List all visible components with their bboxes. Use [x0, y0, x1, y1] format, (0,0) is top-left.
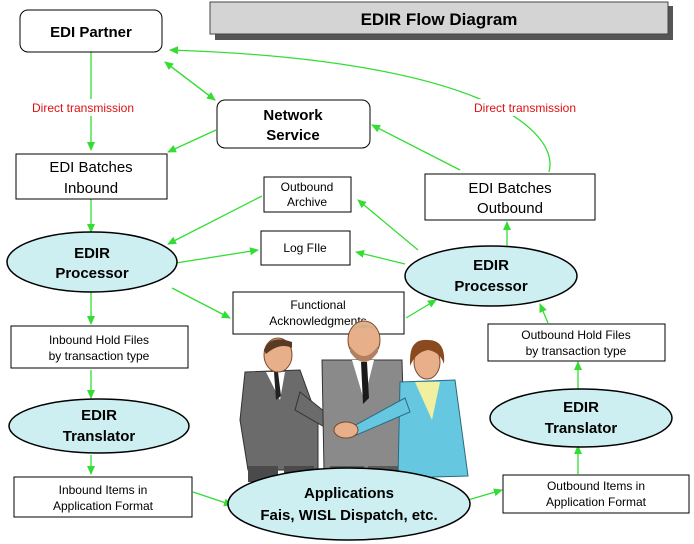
- arrow-outhold-to-processor: [539, 303, 549, 324]
- arrow-processor-to-ack: [171, 287, 231, 319]
- diagram-title: EDIR Flow Diagram: [361, 10, 518, 29]
- svg-text:EDI Batches: EDI Batches: [468, 180, 551, 197]
- arrow-network-to-inbound: [167, 129, 217, 153]
- arrow-items-to-applications: [192, 491, 233, 507]
- svg-text:Acknowledgments: Acknowledgments: [269, 314, 366, 328]
- svg-text:EDIR: EDIR: [473, 257, 509, 274]
- svg-text:Translator: Translator: [63, 428, 136, 445]
- arrow-processor-to-log: [175, 247, 259, 264]
- svg-text:Service: Service: [266, 127, 319, 144]
- network-service-node: Network Service: [216, 99, 371, 149]
- edi-batches-outbound-node: EDI Batches Outbound: [424, 173, 596, 221]
- svg-text:EDIR: EDIR: [563, 399, 599, 416]
- direct-transmission-label-left: Direct transmission: [32, 101, 134, 115]
- functional-ack-node: Functional Acknowledgments: [232, 291, 405, 335]
- inbound-hold-files-node: Inbound Hold Files by transaction type: [10, 325, 189, 369]
- arrow-archive-to-processor: [167, 195, 263, 245]
- svg-text:Outbound: Outbound: [477, 200, 543, 217]
- arrow-applications-to-outitems: [467, 488, 503, 501]
- svg-text:Outbound Hold Files: Outbound Hold Files: [521, 328, 630, 342]
- inbound-items-node: Inbound Items in Application Format: [13, 476, 193, 518]
- svg-text:EDI Batches: EDI Batches: [49, 159, 132, 176]
- arrow-network-to-partner: [164, 61, 216, 101]
- outbound-archive-node: Outbound Archive: [263, 176, 352, 213]
- svg-text:Inbound: Inbound: [64, 180, 118, 197]
- edir-processor-left-node: EDIR Processor: [6, 231, 178, 293]
- svg-text:Outbound: Outbound: [281, 180, 334, 194]
- handshake-icon: [333, 421, 359, 439]
- svg-text:Translator: Translator: [545, 420, 618, 437]
- svg-text:Inbound Items in: Inbound Items in: [59, 483, 148, 497]
- svg-text:Processor: Processor: [454, 278, 528, 295]
- svg-text:Fais, WISL Dispatch, etc.: Fais, WISL Dispatch, etc.: [260, 507, 437, 524]
- svg-text:Application Format: Application Format: [546, 495, 647, 509]
- svg-text:Inbound Hold Files: Inbound Hold Files: [49, 333, 149, 347]
- svg-text:Functional: Functional: [290, 298, 345, 312]
- handshake-people-illustration: [239, 320, 469, 482]
- arrow-ack-to-processor: [405, 299, 437, 319]
- svg-text:Outbound Items in: Outbound Items in: [547, 479, 645, 493]
- svg-text:Processor: Processor: [55, 265, 129, 282]
- edir-translator-left-node: EDIR Translator: [8, 398, 190, 454]
- svg-text:by transaction type: by transaction type: [526, 344, 627, 358]
- edi-batches-inbound-node: EDI Batches Inbound: [15, 153, 168, 200]
- edir-translator-right-node: EDIR Translator: [489, 388, 673, 448]
- applications-node: Applications Fais, WISL Dispatch, etc.: [227, 467, 471, 541]
- arrow-outbound-to-network: [371, 124, 461, 171]
- outbound-items-node: Outbound Items in Application Format: [502, 474, 690, 514]
- arrow-processor-to-archive: [357, 199, 419, 251]
- edi-partner-node: EDI Partner: [19, 9, 163, 53]
- direct-transmission-label-right: Direct transmission: [474, 101, 576, 115]
- svg-text:EDIR: EDIR: [81, 407, 117, 424]
- title-banner: EDIR Flow Diagram: [209, 1, 673, 40]
- person-middle-icon: [321, 320, 406, 482]
- outbound-hold-files-node: Outbound Hold Files by transaction type: [487, 323, 666, 362]
- svg-text:EDIR: EDIR: [74, 245, 110, 262]
- svg-text:Log FIle: Log FIle: [283, 241, 327, 255]
- svg-text:Network: Network: [263, 107, 323, 124]
- svg-text:Archive: Archive: [287, 195, 327, 209]
- edir-processor-right-node: EDIR Processor: [404, 245, 578, 307]
- svg-text:Application Format: Application Format: [53, 499, 154, 513]
- arrow-processor-to-log-right: [355, 250, 406, 265]
- svg-text:by transaction type: by transaction type: [49, 349, 150, 363]
- svg-text:Applications: Applications: [304, 485, 394, 502]
- person-right-icon: [349, 339, 469, 479]
- svg-text:EDI Partner: EDI Partner: [50, 24, 132, 41]
- log-file-node: Log FIle: [260, 230, 351, 266]
